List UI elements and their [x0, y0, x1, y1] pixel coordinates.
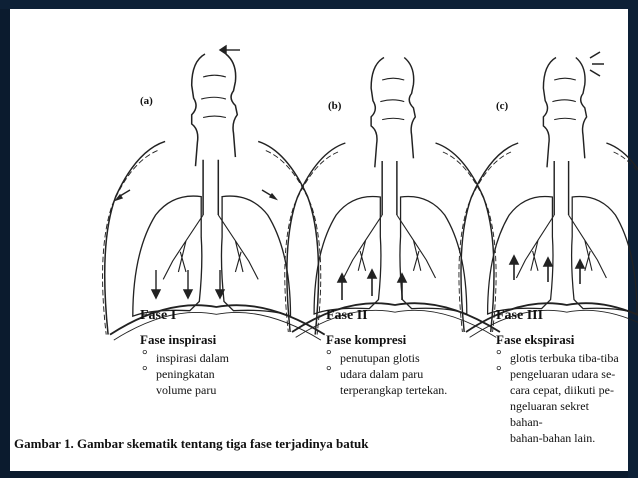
- phase-2-bullet-text: terperangkap tertekan.: [340, 383, 448, 397]
- lungs-phase-3: [458, 56, 638, 339]
- phase-3-bullets: glotis terbuka tiba-tiba pengeluaran uda…: [496, 348, 624, 446]
- panel-label-a: (a): [140, 95, 153, 107]
- panel-label-b: (b): [328, 100, 342, 112]
- lungs-phase-1: [101, 53, 326, 342]
- phase-2-bullets: penutupan glotis udara dalam paru terper…: [326, 348, 447, 398]
- document-page: [10, 9, 628, 471]
- phase-1-bullet: inspirasi dalam: [142, 348, 229, 366]
- phase-2-bullet-cont: terperangkap tertekan.: [326, 382, 447, 398]
- phase-2-name: Fase II: [326, 308, 368, 323]
- phase-2-arrows: [336, 268, 408, 300]
- phase-3-bullet-text: cara cepat, diikuti pe-: [510, 383, 614, 397]
- lungs-phase-2: [283, 56, 501, 339]
- phase-1-title: Fase inspirasi: [140, 332, 217, 347]
- phase-3-bullet-cont: bahan-bahan lain.: [496, 430, 624, 446]
- phase-1-bullet-text: volume paru: [156, 383, 217, 397]
- panel-label-c: (c): [496, 100, 509, 112]
- phase-1-bullet: peningkatan: [142, 364, 229, 382]
- phase-1-bullet-cont: volume paru: [142, 382, 229, 398]
- top-border: [0, 0, 638, 9]
- phase-3-bullet: pengeluaran udara se-: [496, 364, 624, 382]
- phase-3-bullet-cont: ngeluaran sekret bahan-: [496, 398, 624, 430]
- figure-caption: Gambar 1. Gambar skematik tentang tiga f…: [14, 436, 369, 451]
- phase-3-name: Fase III: [496, 308, 544, 323]
- phase-3-title: Fase ekspirasi: [496, 332, 575, 347]
- phase-3-bullet: glotis terbuka tiba-tiba: [496, 348, 624, 366]
- phase-1-name: Fase I: [140, 308, 177, 323]
- phase-3-arrows: [508, 51, 604, 284]
- phase-2-bullet: udara dalam paru: [326, 364, 447, 382]
- right-border: [628, 0, 638, 478]
- phase-3-bullet-cont: cara cepat, diikuti pe-: [496, 382, 624, 398]
- phase-2-title: Fase kompresi: [326, 332, 407, 347]
- phase-1-arrows: [113, 44, 279, 300]
- phase-3-bullet-text: ngeluaran sekret bahan-: [510, 399, 589, 429]
- phase-3-bullet-text: bahan-bahan lain.: [510, 431, 596, 445]
- phase-1-bullets: inspirasi dalam peningkatan volume paru: [142, 348, 229, 398]
- phase-2-bullet: penutupan glotis: [326, 348, 447, 366]
